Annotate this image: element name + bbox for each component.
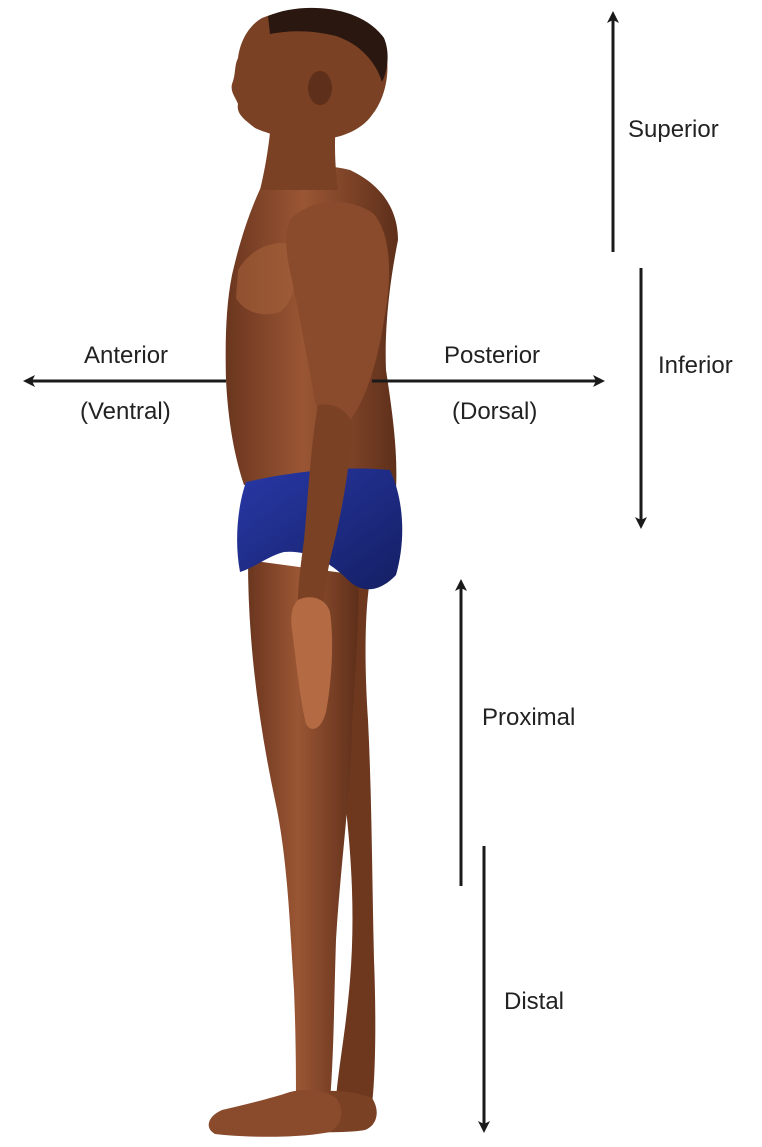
ventral-label: (Ventral) [80, 400, 171, 424]
dorsal-label: (Dorsal) [452, 400, 537, 424]
posterior-label: Posterior [444, 344, 540, 368]
ear [308, 71, 332, 105]
inferior-label: Inferior [658, 354, 733, 378]
superior-label: Superior [628, 118, 719, 142]
proximal-label: Proximal [482, 706, 575, 730]
human-figure [209, 8, 403, 1137]
anterior-label: Anterior [84, 344, 168, 368]
distal-label: Distal [504, 990, 564, 1014]
front-foot [209, 1090, 342, 1137]
